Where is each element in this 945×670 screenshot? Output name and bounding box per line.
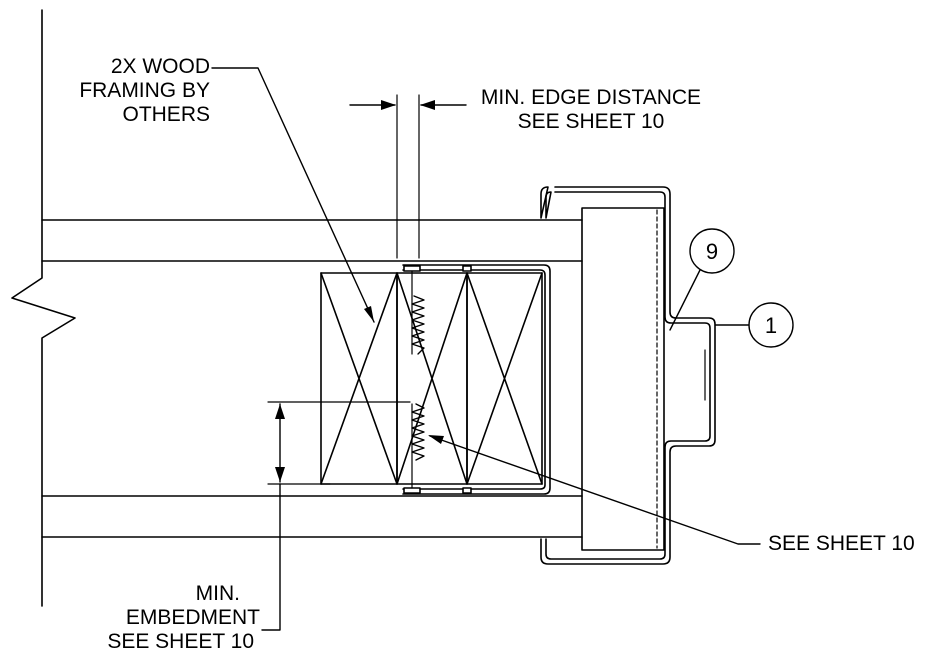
label-edge-distance: MIN. EDGE DISTANCE SEE SHEET 10 [466,86,716,134]
wall-break-line [11,9,76,607]
embed-dim-arrowhead-top [275,404,285,419]
strap-inner [545,191,711,560]
fastener-head-top-left [403,265,421,272]
wood-member-right [466,272,543,485]
fastener-head-bot-right [462,487,472,494]
strap-outer [540,186,716,565]
hanger-channel [402,264,551,495]
screw-thread-bottom [411,403,425,461]
label-embedment-line2: EMBEDMENT [125,606,260,629]
label-edge-distance-line1: MIN. EDGE DISTANCE [480,86,702,109]
label-edge-distance-line2: SEE SHEET 10 [517,110,665,133]
leader-embedment [261,483,281,631]
fastener-head-top-right [462,265,472,272]
wood-member-right-x [466,272,543,485]
lower-beam [41,495,583,538]
edge-dim-arrowhead-left [381,100,396,110]
label-wood-framing-line3: OTHERS [122,103,210,126]
fastener-head-bot-left [403,487,421,494]
edge-dim-arrowhead-right [420,100,435,110]
leader-see-sheet [429,435,761,545]
wood-member-mid-x [396,272,468,485]
label-embedment-line1: MIN. [195,582,240,605]
upper-beam [41,219,583,262]
leader-see-sheet-arrow [428,435,444,444]
callout-1-text: 1 [765,313,777,338]
callout-9-leader [669,269,701,331]
end-block [581,207,665,551]
callout-9-text: 9 [706,239,718,264]
label-wood-framing: 2X WOOD FRAMING BY OTHERS [40,55,210,127]
callout-9-circle [689,228,735,274]
label-wood-framing-line2: FRAMING BY [79,79,210,102]
label-wood-framing-line1: 2X WOOD [110,55,210,78]
label-see-sheet: SEE SHEET 10 [768,532,915,555]
hanger-channel-inner [402,269,546,490]
leader-wood-framing-arrow [364,306,374,322]
wood-member-left-x [320,272,398,485]
screw-thread-top [411,295,425,355]
leader-wood-framing [211,67,375,323]
embed-dim-arrowhead-bottom [275,467,285,482]
label-embedment: MIN. EMBEDMENT SEE SHEET 10 [60,582,260,654]
label-embedment-line3: SEE SHEET 10 [107,630,254,653]
